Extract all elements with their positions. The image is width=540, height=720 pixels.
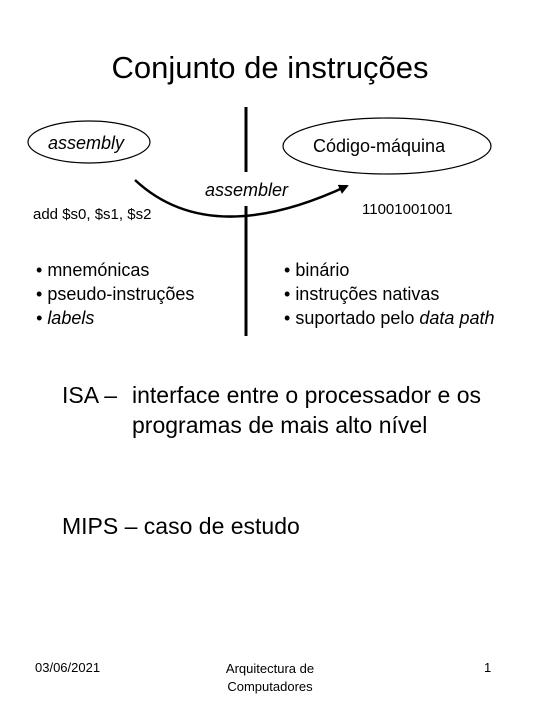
assembler-arrow (134, 179, 349, 218)
assembly-ellipse (27, 120, 151, 164)
machine-code-ellipse (282, 117, 492, 175)
assembly-node-label: assembly (48, 133, 125, 153)
list-item: pseudo-instruções (36, 282, 194, 306)
footer-page-number: 1 (484, 660, 492, 675)
list-item: instruções nativas (284, 282, 494, 306)
footer-course-line: Computadores (227, 679, 313, 694)
footer-date: 03/06/2021 (35, 660, 101, 675)
list-item: mnemónicas (36, 258, 194, 282)
footer-course-line: Arquitectura de (225, 661, 315, 676)
assembly-example: add $s0, $s1, $s2 (33, 206, 152, 223)
machine-code-node-label: Código-máquina (313, 136, 446, 156)
machine-code-example: 11001001001 (362, 201, 453, 218)
isa-description: interface entre o processador e os progr… (132, 380, 532, 440)
list-item: labels (36, 306, 194, 330)
footer-course: Arquitectura de Computadores (210, 660, 330, 696)
isa-line: programas de mais alto nível (132, 412, 428, 438)
isa-definition: ISA – interface entre o processador e os… (62, 380, 481, 438)
machine-code-features-list: binário instruções nativas suportado pel… (284, 258, 494, 330)
list-item: binário (284, 258, 494, 282)
list-item-text: suportado pelo (295, 308, 420, 328)
assembler-arrow-label: assembler (205, 180, 289, 200)
assembly-features-list: mnemónicas pseudo-instruções labels (36, 258, 194, 330)
isa-label: ISA – (62, 382, 117, 408)
list-item-italic-text: data path (419, 308, 495, 328)
list-item: suportado pelo data path (284, 306, 494, 330)
page-title: Conjunto de instruções (111, 50, 429, 85)
mips-case-study: MIPS – caso de estudo (62, 513, 300, 539)
isa-line: interface entre o processador e os (132, 382, 482, 408)
